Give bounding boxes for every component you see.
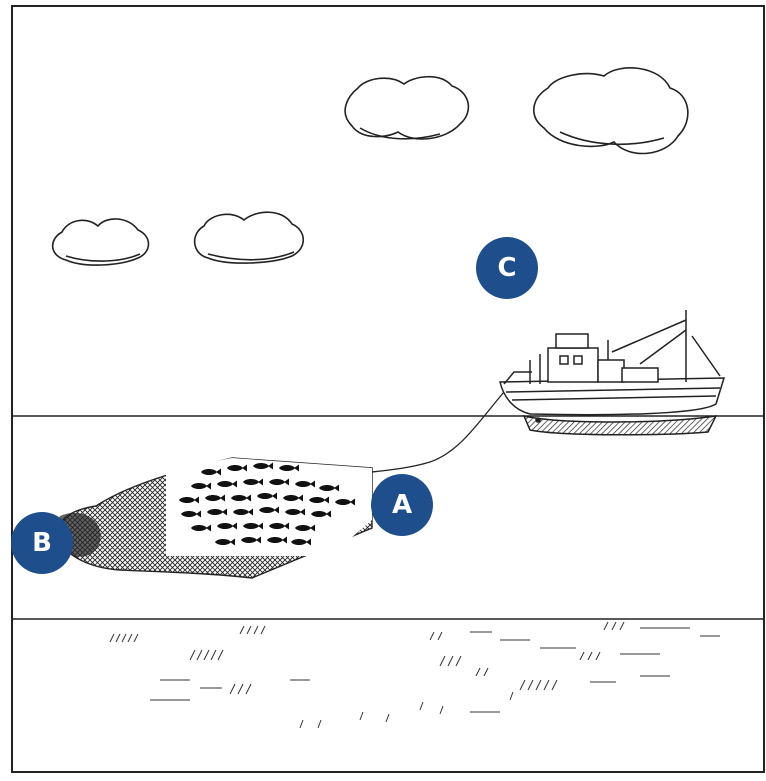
label-c-marker: C: [476, 237, 538, 299]
label-c-text: C: [497, 253, 516, 283]
trawl-net-icon: [56, 458, 372, 578]
cloud-icon: [345, 77, 468, 139]
label-b-text: B: [32, 528, 52, 558]
label-b-marker: B: [11, 512, 73, 574]
label-a-marker: A: [371, 474, 433, 536]
label-a-text: A: [392, 490, 412, 520]
cloud-icon: [53, 219, 149, 265]
trawl-cable: [372, 392, 504, 472]
seabed-texture: [110, 622, 720, 728]
cloud-icon: [534, 68, 688, 154]
cloud-icon: [195, 212, 304, 263]
